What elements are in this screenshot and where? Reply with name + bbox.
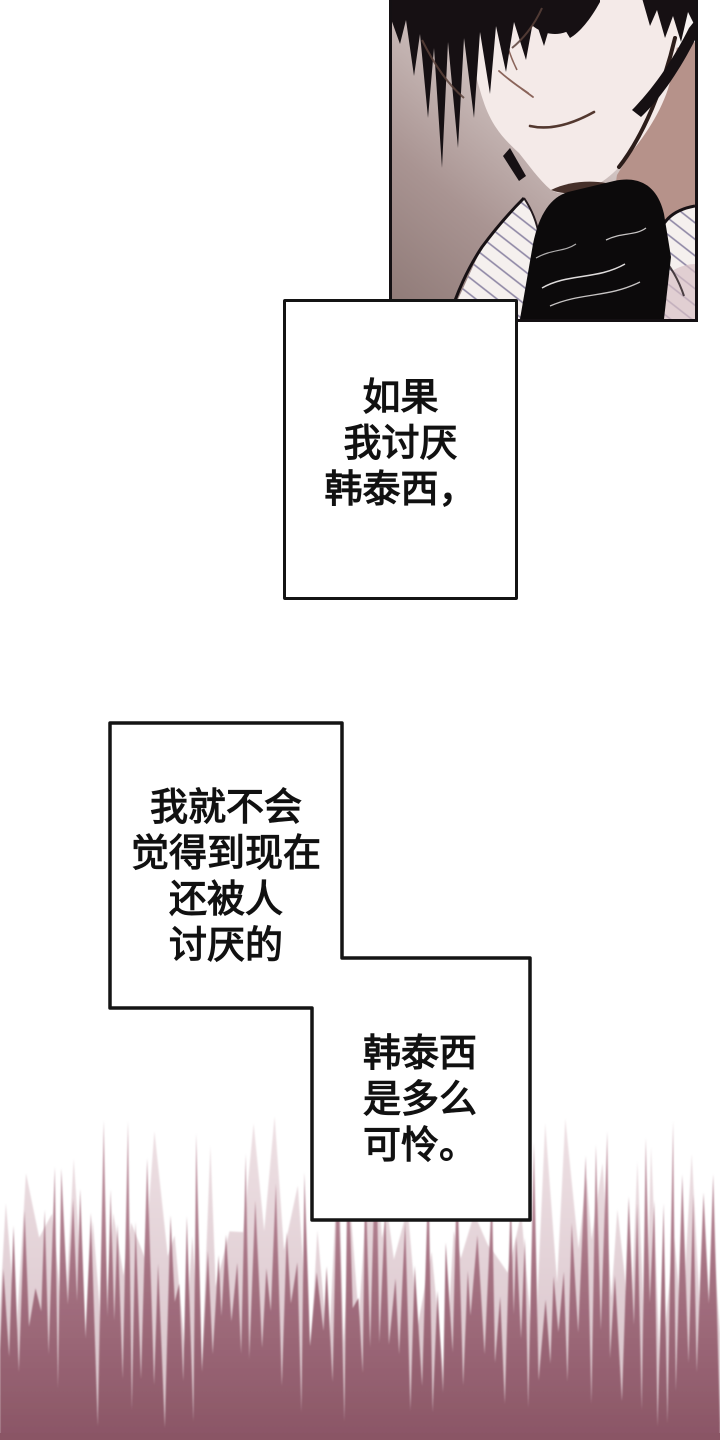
speech-line: 我讨厌 xyxy=(343,421,458,465)
speech-box-2-3-merged xyxy=(108,721,532,1222)
hair xyxy=(392,0,695,181)
noise-spike-art xyxy=(0,1116,720,1440)
nostril-line xyxy=(521,88,534,98)
speech-line: 韩泰西 xyxy=(362,1031,477,1075)
speech-box-3-text: 韩泰西 是多么 可怜。 xyxy=(310,1030,530,1168)
turtleneck xyxy=(520,179,671,319)
speech-line: 韩泰西， xyxy=(324,467,477,511)
mouth-line xyxy=(528,110,596,129)
face xyxy=(453,0,681,194)
speech-line: 我就不会 xyxy=(149,785,302,829)
chin-shadow xyxy=(551,181,606,194)
spike-base-strip xyxy=(0,1433,720,1440)
speech-line: 可怜。 xyxy=(362,1123,477,1167)
speech-line: 讨厌的 xyxy=(168,923,283,967)
spike-layer-front xyxy=(0,1120,720,1440)
speech-box-2-text: 我就不会 觉得到现在 还被人 讨厌的 xyxy=(110,784,342,968)
speech-line: 觉得到现在 xyxy=(130,831,321,875)
manga-panel xyxy=(389,0,698,322)
speech-line: 还被人 xyxy=(168,877,283,921)
speech-box-1-text: 如果 我讨厌 韩泰西， xyxy=(283,374,518,512)
speech-box-1 xyxy=(283,299,518,600)
jaw-line xyxy=(617,36,677,169)
speech-line: 如果 xyxy=(362,375,439,419)
character-portrait-illustration xyxy=(392,0,695,319)
speech-line: 是多么 xyxy=(362,1077,477,1121)
merged-box-outline xyxy=(108,721,532,1222)
